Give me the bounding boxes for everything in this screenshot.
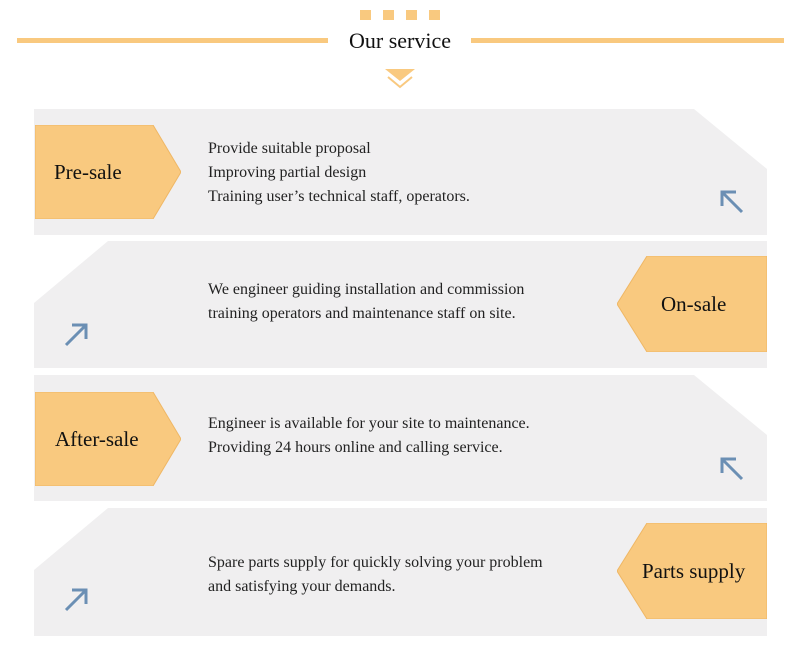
description-line: Engineer is available for your site to m…: [208, 415, 530, 432]
service-tag: After-sale: [35, 392, 181, 486]
decor-dot: [406, 10, 417, 20]
description-line: Training user’s technical staff, operato…: [208, 188, 470, 205]
chevron-down-icon: [385, 69, 415, 89]
decor-dot: [429, 10, 440, 20]
service-description: We engineer guiding installation and com…: [208, 278, 524, 326]
service-tag: Pre-sale: [35, 125, 181, 219]
service-tag: On-sale: [617, 256, 767, 352]
arrow-up-right-icon: [64, 588, 88, 612]
decor-dot: [360, 10, 371, 20]
service-tag: Parts supply: [617, 523, 767, 619]
service-card-on-sale: On-sale We engineer guiding installation…: [34, 241, 767, 368]
tag-shape: [35, 392, 181, 486]
service-description: Provide suitable proposal Improving part…: [208, 137, 470, 209]
description-line: training operators and maintenance staff…: [208, 305, 516, 322]
section-header: Our service: [0, 0, 800, 100]
service-description: Engineer is available for your site to m…: [208, 412, 530, 460]
header-rule-right: [471, 38, 784, 43]
service-card-parts-supply: Parts supply Spare parts supply for quic…: [34, 508, 767, 636]
description-line: Spare parts supply for quickly solving y…: [208, 554, 543, 571]
card-background: [34, 241, 767, 368]
description-line: Providing 24 hours online and calling se…: [208, 439, 503, 456]
service-description: Spare parts supply for quickly solving y…: [208, 551, 543, 599]
service-tag-label: After-sale: [55, 426, 139, 451]
tag-shape: [617, 523, 767, 619]
tag-shape: [617, 256, 767, 352]
service-tag-label: On-sale: [661, 291, 727, 316]
service-tag-label: Pre-sale: [54, 159, 122, 184]
description-line: Provide suitable proposal: [208, 140, 371, 157]
card-background: [34, 508, 767, 636]
arrow-up-left-icon: [720, 190, 744, 214]
card-background: [34, 109, 767, 235]
description-line: and satisfying your demands.: [208, 578, 396, 595]
service-card-after-sale: After-sale Engineer is available for you…: [34, 375, 767, 501]
tag-shape: [35, 125, 181, 219]
card-background: [34, 375, 767, 501]
page-title: Our service: [348, 28, 451, 53]
header-rule-left: [17, 38, 328, 43]
arrow-up-right-icon: [64, 323, 88, 347]
description-line: Improving partial design: [208, 164, 367, 181]
decor-dot: [383, 10, 394, 20]
service-card-pre-sale: Pre-sale Provide suitable proposal Impro…: [34, 109, 767, 235]
service-tag-label: Parts supply: [642, 558, 746, 583]
description-line: We engineer guiding installation and com…: [208, 281, 525, 298]
arrow-up-left-icon: [720, 457, 744, 481]
